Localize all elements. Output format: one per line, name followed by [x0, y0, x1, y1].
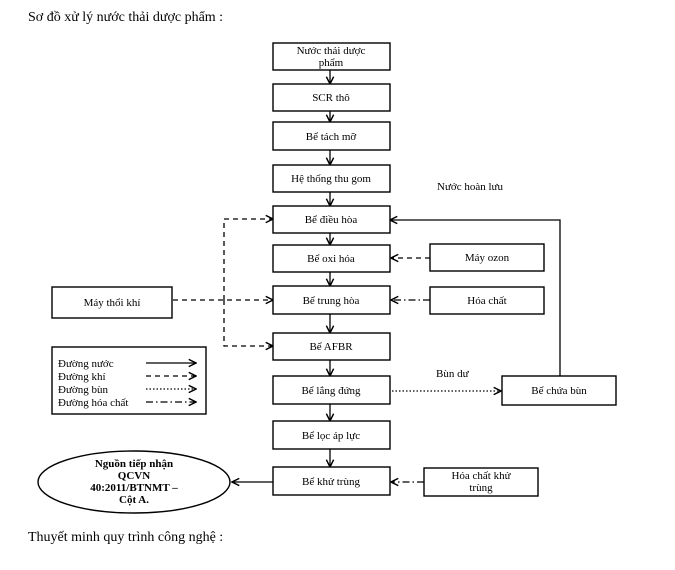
label-disinfectant-chemicals-2: trùng [469, 482, 493, 494]
box-air-blower [51, 286, 173, 319]
label-wastewater-input-1: Nước thải dược [297, 45, 366, 57]
box-collection-system [272, 164, 391, 193]
label-excess-sludge: Bùn dư [436, 368, 470, 380]
section-footer: Thuyết minh quy trình công nghệ : [28, 530, 224, 545]
box-disinfectant-chemicals [423, 467, 539, 497]
label-oxidation-tank: Bể oxi hóa [307, 253, 355, 265]
air-to-afbr [223, 300, 273, 346]
label-air-blower: Máy thổi khí [84, 297, 141, 309]
box-disinfection-tank [272, 466, 391, 496]
box-chemicals [429, 286, 545, 315]
label-receiver-3: 40:2011/BTNMT – [90, 482, 178, 494]
label-receiver-1: Nguồn tiếp nhận [95, 458, 173, 470]
legend-label-air: Đường khí [58, 371, 106, 383]
box-coarse-screen [272, 83, 391, 112]
label-neutralization-tank: Bể trung hòa [303, 295, 360, 307]
box-grease-trap [272, 121, 391, 151]
label-coarse-screen: SCR thô [312, 92, 350, 104]
box-pressure-filter [272, 420, 391, 450]
box-neutralization-tank [272, 285, 391, 315]
recirculation-line [390, 220, 561, 376]
label-afbr-tank: Bể AFBR [309, 341, 353, 353]
receiver-ellipse [37, 450, 231, 514]
chemical-lines [391, 300, 430, 482]
label-ozone-generator: Máy ozon [465, 252, 510, 264]
label-receiver-2: QCVN [118, 470, 150, 482]
box-ozone-generator [429, 243, 545, 272]
box-equalization-tank [272, 205, 391, 234]
label-disinfection-tank: Bể khử trùng [302, 476, 360, 488]
legend: Đường nước Đường khí Đường bùn Đường hóa… [51, 346, 207, 415]
label-receiver-4: Cột A. [119, 494, 149, 506]
label-sludge-tank: Bể chứa bùn [531, 385, 587, 397]
air-to-equalization [223, 219, 273, 300]
box-wastewater-input [272, 42, 391, 71]
box-sludge-tank [501, 375, 617, 406]
legend-label-chemical: Đường hóa chất [58, 397, 128, 409]
page-heading: Sơ đồ xử lý nước thải dược phẩm : [28, 10, 224, 25]
label-disinfectant-chemicals-1: Hóa chất khử [451, 470, 511, 482]
water-flow-lines [232, 70, 561, 482]
label-collection-system: Hệ thống thu gom [291, 173, 371, 185]
label-grease-trap: Bể tách mỡ [306, 131, 357, 143]
label-wastewater-input-2: phẩm [319, 57, 344, 69]
legend-label-sludge: Đường bùn [58, 384, 108, 396]
box-oxidation-tank [272, 244, 391, 273]
box-afbr-tank [272, 332, 391, 361]
label-chemicals: Hóa chất [467, 295, 506, 307]
label-return-water: Nước hoàn lưu [437, 181, 504, 193]
air-lines [173, 219, 430, 346]
label-pressure-filter: Bể lọc áp lực [302, 430, 360, 442]
label-settling-tank: Bể lắng đứng [301, 385, 361, 397]
box-settling-tank [272, 375, 391, 405]
legend-box [51, 346, 207, 415]
legend-label-water: Đường nước [58, 358, 114, 370]
label-equalization-tank: Bể điều hòa [305, 214, 358, 226]
